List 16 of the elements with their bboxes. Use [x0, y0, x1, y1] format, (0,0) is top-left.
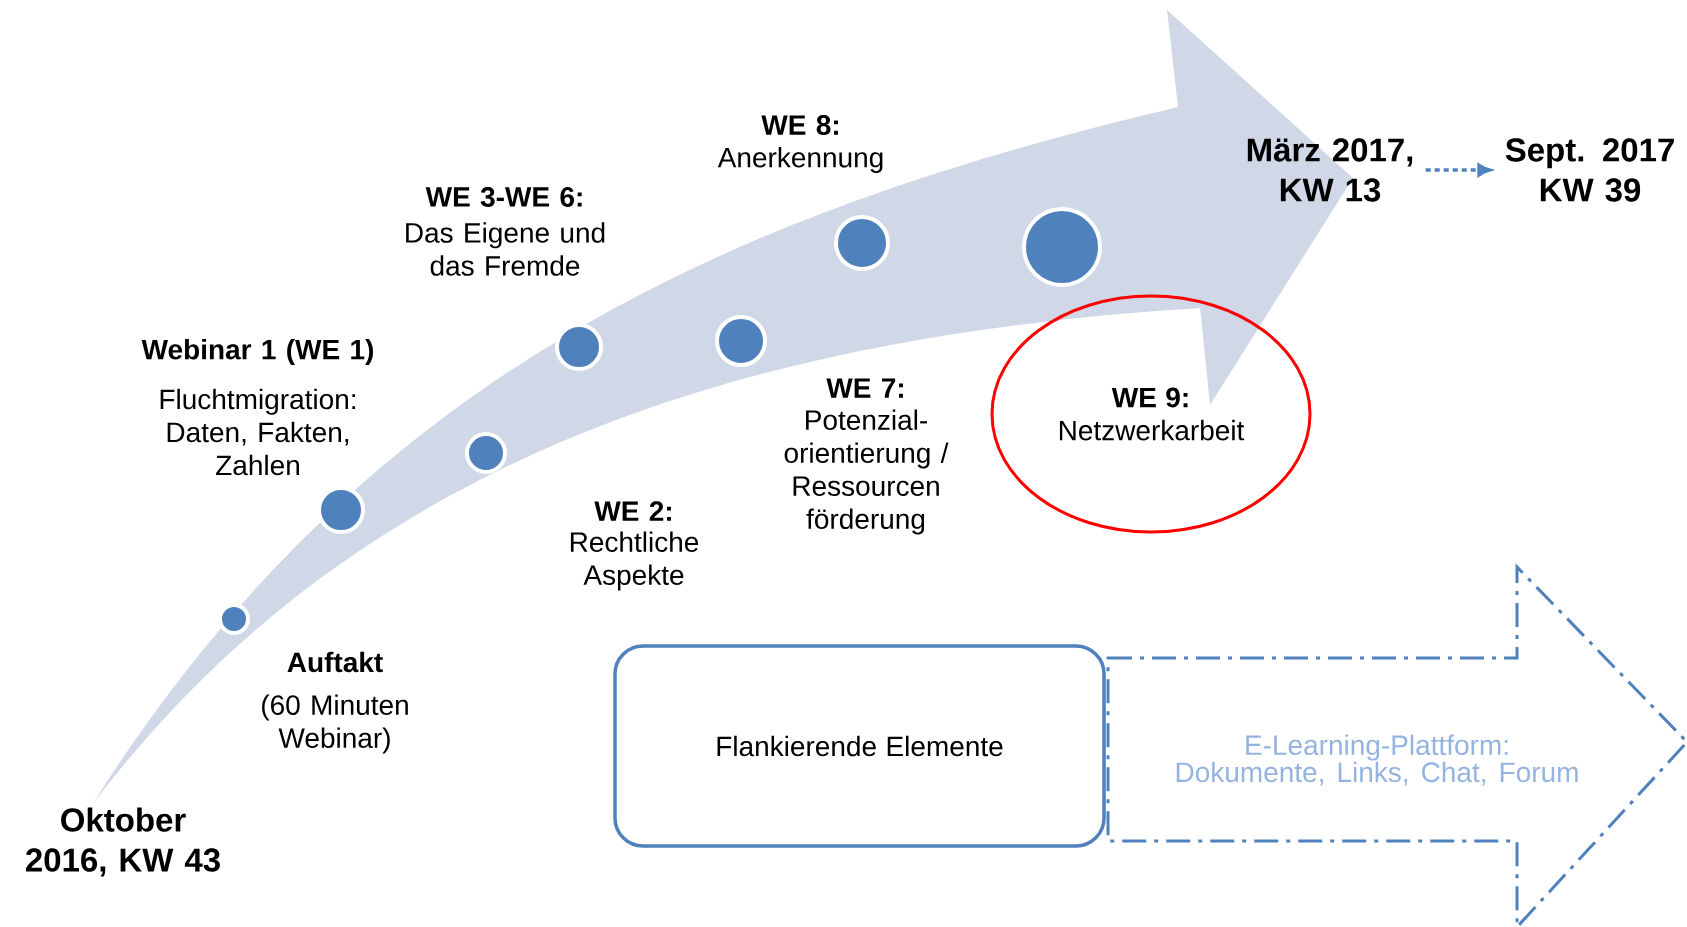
- date-label: Oktober 2016, KW 43: [26, 807, 220, 877]
- step-description: Fluchtmigration: Daten, Fakten, Zahlen: [160, 388, 355, 476]
- rounded-box: Flankierende Elemente: [613, 644, 1106, 848]
- step-description: Das Eigene und das Fremde: [406, 222, 605, 276]
- step-description: Anerkennung: [717, 146, 883, 174]
- step-heading: WE 2:: [594, 501, 671, 521]
- step-heading: Auftakt: [287, 651, 383, 673]
- step-description: Potenzial-orientierung / Ressourcen förderung: [784, 409, 949, 535]
- step-heading: WE 7:: [826, 378, 903, 398]
- step-heading: WE 3-WE 6:: [425, 187, 582, 207]
- date-label: Sept. 2017 KW 39: [1505, 138, 1674, 202]
- step-heading: Webinar 1 (WE 1): [141, 338, 373, 366]
- step-description: Rechtliche Aspekte: [570, 531, 699, 591]
- date-label: März 2017, KW 13: [1247, 138, 1413, 202]
- step-heading: WE 8:: [761, 115, 838, 135]
- step-description: (60 Minuten Webinar): [262, 694, 408, 754]
